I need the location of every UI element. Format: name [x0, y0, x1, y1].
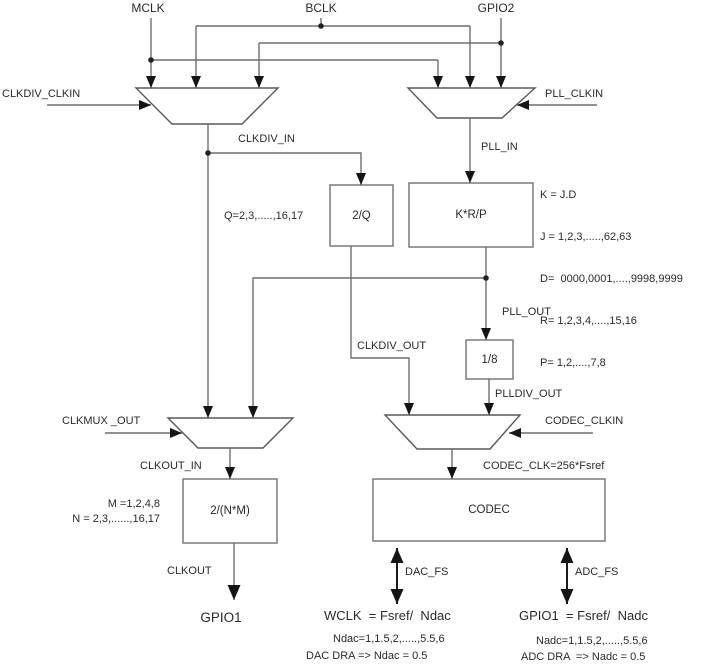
clkmux-out-label: CLKMUX _OUT — [62, 415, 141, 427]
clkdiv-mux — [134, 87, 280, 125]
pll-out-branch — [248, 277, 486, 418]
pll-param-d: D= 0000,0001,....,9998,9999 — [540, 273, 683, 285]
pll-out-label: PLL_OUT — [502, 306, 551, 318]
pll-clkin-label: PLL_CLKIN — [545, 88, 604, 100]
dac-fs-label: DAC_FS — [405, 566, 449, 578]
codec-block-label: CODEC — [468, 504, 510, 516]
adc-fs-label: ADC_FS — [575, 566, 619, 578]
wclk-formula-label: WCLK = Fsref/ Ndac — [324, 608, 451, 623]
pll-box — [408, 182, 534, 248]
clkout-in-label: CLKOUT_IN — [140, 460, 202, 472]
clkdiv-clkin-label: CLKDIV_CLKIN — [2, 88, 81, 100]
nadc-range-label: Nadc=1,1.5,2,.....,5.5,6 — [536, 635, 648, 647]
q-range-label: Q=2,3,.....,16,17 — [224, 210, 304, 222]
pll-div-label: 1/8 — [481, 353, 498, 366]
divider-q-label: 2/Q — [352, 209, 371, 222]
gpio2-junction-dot — [498, 40, 504, 46]
m-range-label: M =1,2,4,8 — [107, 498, 160, 510]
clkout-label: CLKOUT — [167, 565, 212, 577]
gpio2-pin-label: GPIO2 — [477, 1, 515, 15]
pll-param-p: P= 1,2,....,7,8 — [540, 357, 606, 369]
n-range-label: N = 2,3,......,16,17 — [72, 513, 160, 525]
gpio1-formula-label: GPIO1 = Fsref/ Nadc — [519, 608, 648, 623]
pll-param-j: J = 1,2,3,.....,62,63 — [540, 231, 632, 243]
clkdiv-in-junction-dot — [205, 150, 211, 156]
dac-dra-label: DAC DRA => Ndac = 0.5 — [306, 650, 428, 662]
codec-clk-label: CODEC_CLK=256*Fsref — [483, 460, 605, 472]
gpio1-pin-label: GPIO1 — [200, 610, 242, 625]
pll-param-k: K = J.D — [540, 189, 577, 201]
mclk-junction-dot — [148, 57, 154, 63]
pll-param-r: R= 1,2,3,4,....,15,16 — [540, 315, 637, 327]
clkout-mux — [166, 417, 295, 449]
ndac-range-label: Ndac=1,1.5,2,.....,5.5,6 — [333, 633, 445, 645]
bclk-junction-dot — [318, 23, 324, 29]
divider-nm-label: 2/(N*M) — [210, 505, 250, 517]
pll-mux — [406, 87, 537, 119]
adc-dra-label: ADC DRA => Nadc = 0.5 — [521, 651, 646, 663]
pll-block-label: K*R/P — [455, 209, 487, 221]
bclk-pin-label: BCLK — [305, 1, 337, 15]
clkdiv-out-line — [350, 246, 414, 415]
codec-clkin-label: CODEC_CLKIN — [545, 415, 624, 427]
clkdiv-in-branch — [208, 152, 366, 185]
clkdiv-out-label: CLKDIV_OUT — [357, 340, 427, 352]
mclk-pin-label: MCLK — [131, 1, 165, 15]
codec-box — [372, 478, 606, 542]
pll-in-label: PLL_IN — [481, 141, 518, 153]
pll-out-junction-dot — [483, 275, 489, 281]
pll-params: K = J.D J = 1,2,3,.....,62,63 D= 0000,00… — [540, 163, 683, 399]
plldiv-out-label: PLLDIV_OUT — [495, 388, 563, 400]
codec-mux — [383, 414, 522, 450]
clkdiv-in-label: CLKDIV_IN — [238, 133, 295, 145]
pll-div-box — [465, 339, 514, 380]
